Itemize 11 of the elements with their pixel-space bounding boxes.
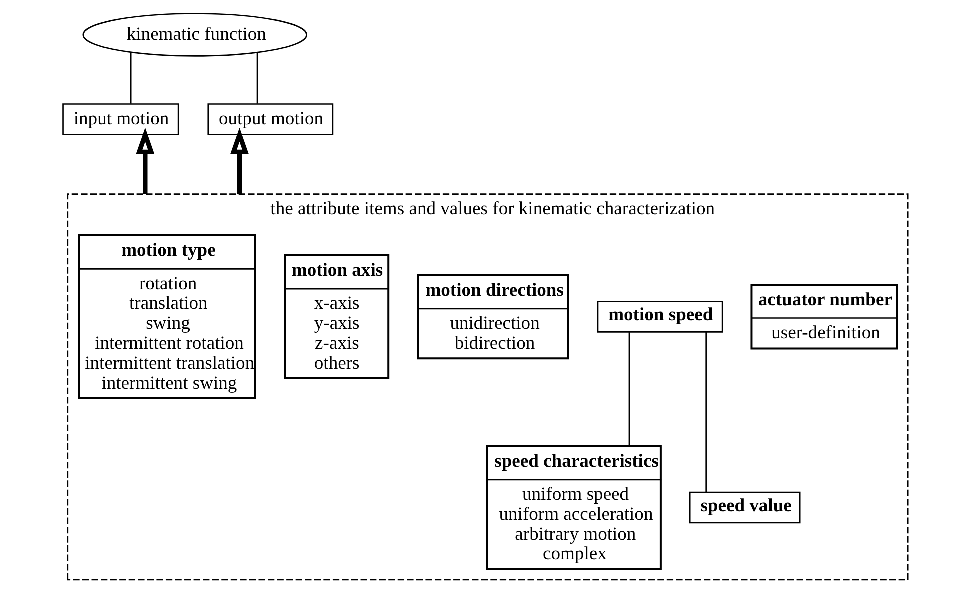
node-box: output motion xyxy=(208,104,334,136)
arrow xyxy=(136,128,155,194)
node-box: speed value xyxy=(689,492,801,524)
connector xyxy=(130,52,132,104)
connector xyxy=(628,332,630,446)
node-box: input motion xyxy=(62,104,180,136)
node-box: motion speed xyxy=(597,301,724,333)
node-ellipse: kinematic function xyxy=(82,13,308,57)
arrow xyxy=(230,128,250,194)
connector xyxy=(256,52,258,104)
connector xyxy=(706,332,707,492)
